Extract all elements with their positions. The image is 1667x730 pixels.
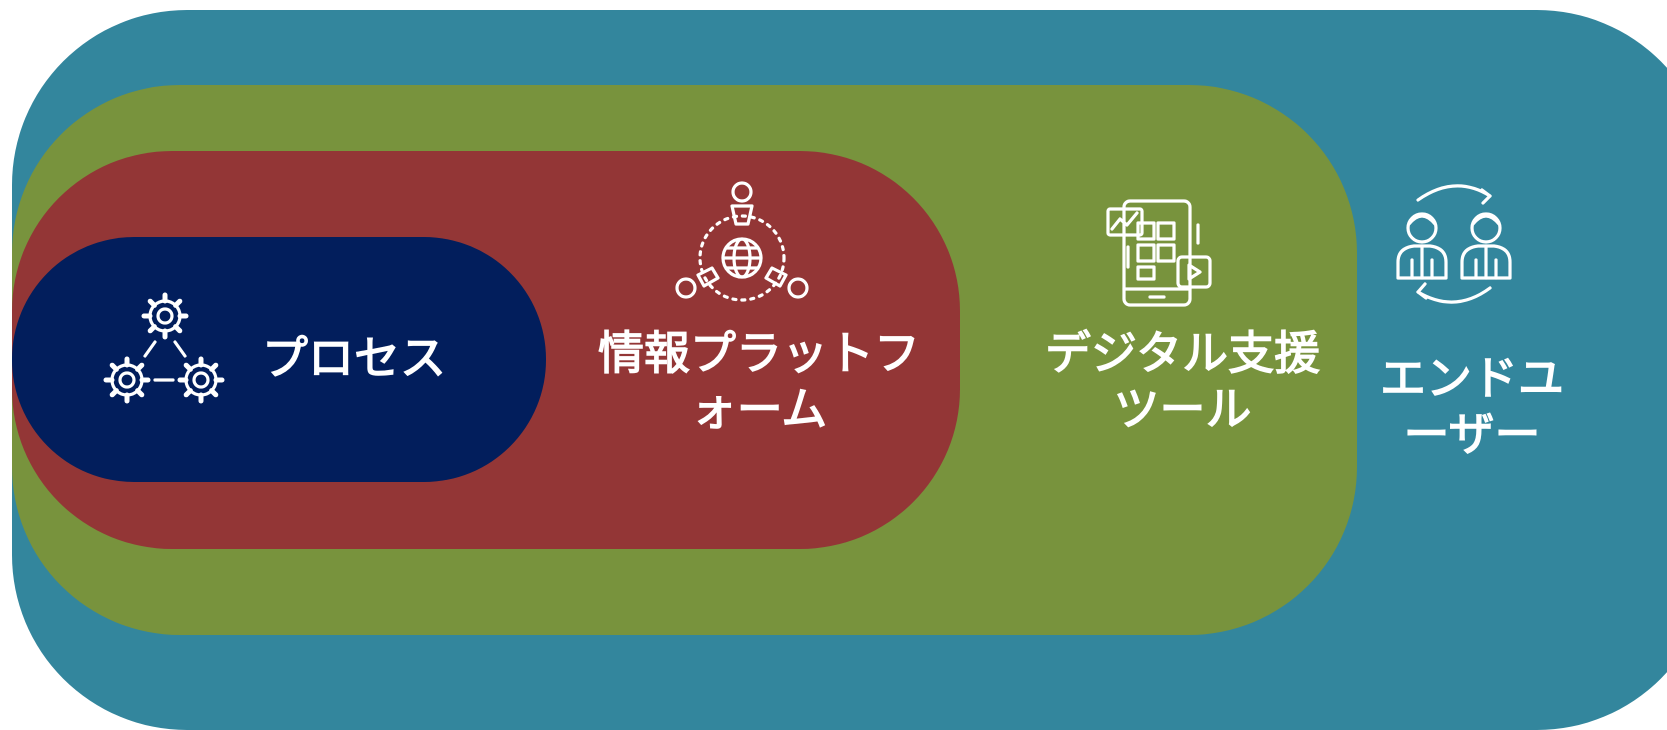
digital-tools-label: デジタル支援 ツール xyxy=(1045,326,1321,437)
process-label: プロセス xyxy=(262,331,446,385)
gears-icon xyxy=(100,288,230,408)
end-user-label: エンドユ ーザー xyxy=(1380,351,1564,462)
info-platform-label: 情報プラットフ ォーム xyxy=(598,326,920,437)
network-globe-icon xyxy=(672,178,812,303)
users-exchange-icon xyxy=(1390,180,1520,305)
process-layer xyxy=(12,237,546,482)
mobile-dashboard-icon xyxy=(1102,195,1217,310)
